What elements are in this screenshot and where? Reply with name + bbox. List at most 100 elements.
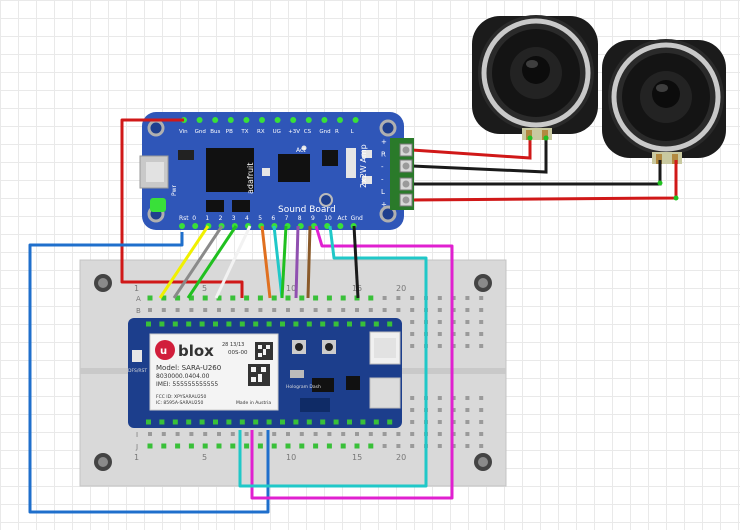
- bottom-pin-label: 1: [205, 215, 209, 222]
- breadboard-hole: [244, 432, 249, 436]
- top-pin-label: CS: [304, 129, 312, 135]
- breadboard-pin: [244, 295, 250, 301]
- bottom-pin: [179, 223, 185, 229]
- breadboard-pin: [313, 295, 319, 301]
- breadboard-pin: [313, 443, 319, 449]
- breadboard-pin: [340, 295, 346, 301]
- breadboard-pin: [354, 443, 360, 449]
- breadboard-pin: [257, 443, 263, 449]
- top-pin: [243, 117, 250, 123]
- row-letter: I: [136, 431, 138, 439]
- breadboard-hole: [189, 432, 194, 436]
- breadboard-hole: [410, 296, 415, 300]
- bottom-pin-label: 4: [245, 215, 249, 222]
- module-pin: [360, 419, 366, 425]
- breadboard-hole: [479, 344, 484, 348]
- col-number: 5: [202, 453, 207, 462]
- breadboard-hole: [396, 296, 401, 300]
- top-pin: [212, 117, 219, 123]
- col-number: 1: [134, 284, 139, 293]
- bottom-pin-label: 5: [258, 215, 262, 222]
- breadboard-hole: [382, 308, 387, 312]
- breadboard-hole: [451, 420, 456, 424]
- col-number: 10: [286, 284, 296, 293]
- module-pin: [387, 419, 393, 425]
- module-pin: [280, 321, 285, 327]
- col-number: 10: [286, 453, 296, 462]
- breadboard-hole: [451, 320, 456, 324]
- breadboard-hole: [272, 432, 277, 436]
- screw-head: [402, 162, 410, 170]
- screw-head: [402, 146, 410, 154]
- breadboard-hole: [382, 432, 387, 436]
- module-pin: [159, 419, 165, 425]
- breadboard-hole: [313, 308, 318, 312]
- module-fcc: FCC ID: XPYSARAU250: [156, 394, 207, 400]
- breadboard-hole: [437, 320, 442, 324]
- col-number: 5: [202, 284, 207, 293]
- breadboard-hole: [368, 432, 373, 436]
- top-pin-label: L: [351, 129, 355, 135]
- breadboard-hole: [299, 432, 304, 436]
- top-pin-label: R: [335, 129, 339, 135]
- breadboard-hole: [355, 432, 359, 436]
- breadboard-hole: [313, 432, 318, 436]
- breadboard-hole: [368, 308, 373, 312]
- top-pin-label: RX: [257, 129, 265, 135]
- module-pin: [266, 321, 272, 327]
- module-pin: [146, 419, 151, 425]
- board-name: Sound Board: [278, 205, 336, 215]
- module-pin: [213, 419, 218, 425]
- module-pin: [320, 321, 326, 327]
- breadboard-hole: [382, 444, 387, 448]
- module-pin: [239, 419, 245, 425]
- bottom-pin-label: 0: [192, 215, 196, 222]
- col-number: 20: [396, 284, 406, 293]
- breadboard-hole: [230, 308, 235, 312]
- breadboard-pin: [202, 295, 208, 301]
- module-pin: [320, 419, 326, 425]
- bottom-pin-label: 9: [311, 215, 315, 222]
- terminal-label: +: [381, 201, 387, 209]
- top-pin-label: Gnd: [195, 129, 206, 135]
- breadboard-hole: [341, 432, 346, 436]
- wire-white: [214, 225, 252, 299]
- breadboard-pin: [175, 443, 181, 449]
- module-pin: [293, 321, 299, 327]
- col-number: 1: [134, 453, 139, 462]
- screw-head: [402, 196, 410, 204]
- breadboard-pin: [161, 295, 167, 301]
- module-pin: [159, 321, 165, 327]
- wire-yellow: [158, 225, 210, 299]
- breadboard-hole: [437, 420, 442, 424]
- breadboard-hole: [451, 332, 456, 336]
- breadboard-pin: [285, 295, 291, 301]
- module-pin: [333, 321, 339, 327]
- breadboard-hole: [299, 308, 304, 312]
- module-pin: [253, 419, 259, 425]
- breadboard-hole: [465, 344, 470, 348]
- module-pin: [293, 419, 299, 425]
- sound-board: adafruit Sound Board 2x2W Amp Act Pwr Vi…: [139, 112, 414, 230]
- breadboard-hole: [437, 308, 442, 312]
- bottom-pin-label: 6: [271, 215, 275, 222]
- row-letter: B: [136, 307, 141, 315]
- breadboard-hole: [286, 308, 290, 312]
- col-number: 15: [352, 453, 362, 462]
- breadboard-hole: [217, 432, 221, 436]
- breadboard-hole: [410, 408, 415, 412]
- module-dash-label: Hologram Dash: [286, 384, 321, 390]
- breadboard-hole: [410, 444, 415, 448]
- breadboard-pin: [285, 443, 291, 449]
- speaker-left: [472, 15, 598, 140]
- speaker-wires: [411, 135, 679, 202]
- top-pin-label: Vin: [179, 129, 188, 135]
- breadboard-hole: [465, 420, 470, 424]
- board-amp: 2x2W Amp: [359, 144, 368, 188]
- breadboard-pin: [326, 443, 332, 449]
- breadboard-hole: [465, 396, 470, 400]
- terminal-label: +: [381, 138, 387, 146]
- breadboard-hole: [382, 296, 387, 300]
- breadboard-hole: [175, 432, 180, 436]
- module-pin: [172, 321, 178, 327]
